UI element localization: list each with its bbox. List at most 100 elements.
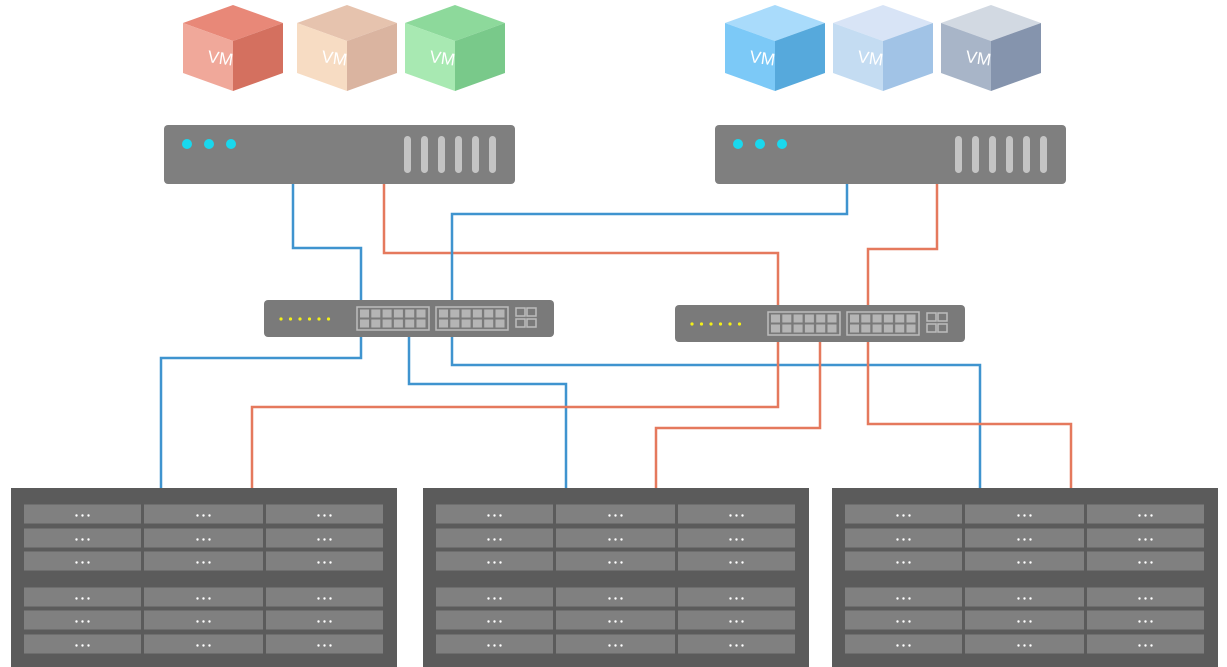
drive-dot-icon bbox=[87, 538, 90, 541]
ethernet-port-icon bbox=[850, 314, 859, 323]
drive-dot-icon bbox=[493, 597, 496, 600]
drive-dot-icon bbox=[620, 620, 623, 623]
drive-dot-icon bbox=[196, 514, 199, 517]
drive-dot-icon bbox=[729, 514, 732, 517]
link-switch-right-to-storage-middle bbox=[654, 341, 822, 488]
vm-cube-left bbox=[297, 23, 347, 91]
drive-bay bbox=[1087, 528, 1204, 548]
drive-dot-icon bbox=[499, 644, 502, 647]
drive-dot-icon bbox=[75, 561, 78, 564]
uplink-port-icon bbox=[937, 323, 948, 333]
drive-dot-icon bbox=[499, 620, 502, 623]
vm-label: VM bbox=[206, 47, 234, 69]
ethernet-port-icon bbox=[472, 309, 482, 318]
drive-dot-icon bbox=[614, 597, 617, 600]
drive-dot-icon bbox=[608, 644, 611, 647]
port-led-icon bbox=[279, 317, 283, 321]
ethernet-port-icon bbox=[405, 319, 415, 328]
port-led-icon bbox=[288, 317, 293, 321]
ethernet-port-icon bbox=[393, 319, 403, 328]
drive-bay bbox=[678, 587, 795, 607]
vm-cube-icon: VM bbox=[405, 5, 505, 91]
ethernet-port-icon bbox=[472, 319, 482, 328]
drive-dot-icon bbox=[614, 538, 617, 541]
drive-dot-icon bbox=[208, 644, 211, 647]
drive-dot-icon bbox=[735, 597, 738, 600]
drive-dot-icon bbox=[741, 620, 744, 623]
hosts-layer bbox=[164, 125, 1066, 184]
drive-dot-icon bbox=[735, 538, 738, 541]
drive-dot-icon bbox=[81, 561, 84, 564]
status-led-icon bbox=[777, 139, 787, 149]
drive-dot-icon bbox=[1029, 644, 1032, 647]
drive-dot-icon bbox=[614, 644, 617, 647]
drive-dot-icon bbox=[902, 620, 905, 623]
drive-dot-icon bbox=[729, 597, 732, 600]
ethernet-port-icon bbox=[484, 319, 494, 328]
drive-dot-icon bbox=[196, 561, 199, 564]
drive-dot-icon bbox=[1150, 538, 1153, 541]
switch-chassis bbox=[675, 305, 965, 342]
ethernet-port-icon bbox=[495, 319, 505, 328]
port-led-icon bbox=[718, 322, 723, 326]
drive-dot-icon bbox=[1017, 644, 1020, 647]
status-led-icon bbox=[182, 139, 192, 149]
drive-bay bbox=[24, 634, 141, 654]
drive-dot-icon bbox=[608, 538, 611, 541]
ethernet-port-icon bbox=[461, 319, 471, 328]
ethernet-port-icon bbox=[393, 309, 403, 318]
drive-bay bbox=[965, 634, 1084, 654]
drive-dot-icon bbox=[902, 597, 905, 600]
drive-bay bbox=[144, 551, 263, 571]
drive-dot-icon bbox=[499, 538, 502, 541]
status-led-icon bbox=[204, 139, 214, 149]
drive-dot-icon bbox=[608, 597, 611, 600]
vm-cube-right bbox=[991, 23, 1041, 91]
ethernet-port-icon bbox=[360, 319, 369, 328]
drive-dot-icon bbox=[1150, 620, 1153, 623]
port-block bbox=[846, 311, 920, 336]
drive-dot-icon bbox=[499, 561, 502, 564]
ethernet-port-icon bbox=[861, 324, 871, 333]
drive-dot-icon bbox=[896, 538, 899, 541]
vm-label: VM bbox=[748, 47, 776, 69]
drive-dot-icon bbox=[202, 597, 205, 600]
drive-dot-icon bbox=[317, 561, 320, 564]
server-chassis bbox=[715, 125, 1066, 184]
drive-dot-icon bbox=[1017, 597, 1020, 600]
drive-dot-icon bbox=[493, 538, 496, 541]
vm-cube-icon: VM bbox=[725, 5, 825, 91]
drive-bay bbox=[965, 504, 1084, 524]
drive-dot-icon bbox=[196, 597, 199, 600]
port-led-icon bbox=[298, 317, 302, 321]
drive-dot-icon bbox=[735, 561, 738, 564]
drive-dot-icon bbox=[75, 538, 78, 541]
drive-dot-icon bbox=[196, 538, 199, 541]
drive-dot-icon bbox=[1023, 597, 1026, 600]
drive-dot-icon bbox=[608, 561, 611, 564]
uplink-port-icon bbox=[926, 323, 937, 333]
drive-dot-icon bbox=[1023, 514, 1026, 517]
drive-dot-icon bbox=[1144, 597, 1147, 600]
status-led-icon bbox=[733, 139, 743, 149]
vent-slot bbox=[472, 136, 479, 173]
vm-label: VM bbox=[428, 47, 456, 69]
ethernet-port-icon bbox=[371, 309, 381, 318]
drive-dot-icon bbox=[1138, 538, 1141, 541]
drive-dot-icon bbox=[87, 514, 90, 517]
drive-dot-icon bbox=[620, 561, 623, 564]
drive-dot-icon bbox=[896, 620, 899, 623]
drive-dot-icon bbox=[487, 561, 490, 564]
drive-dot-icon bbox=[75, 644, 78, 647]
drive-dot-icon bbox=[75, 597, 78, 600]
drive-dot-icon bbox=[87, 597, 90, 600]
drive-dot-icon bbox=[1017, 514, 1020, 517]
ethernet-port-icon bbox=[827, 324, 837, 333]
drive-bay bbox=[845, 610, 962, 630]
drive-dot-icon bbox=[1029, 514, 1032, 517]
vm-cube-left bbox=[725, 23, 775, 91]
drive-dot-icon bbox=[896, 514, 899, 517]
drive-bay bbox=[845, 528, 962, 548]
ethernet-port-icon bbox=[450, 309, 460, 318]
drive-bay bbox=[266, 528, 383, 548]
